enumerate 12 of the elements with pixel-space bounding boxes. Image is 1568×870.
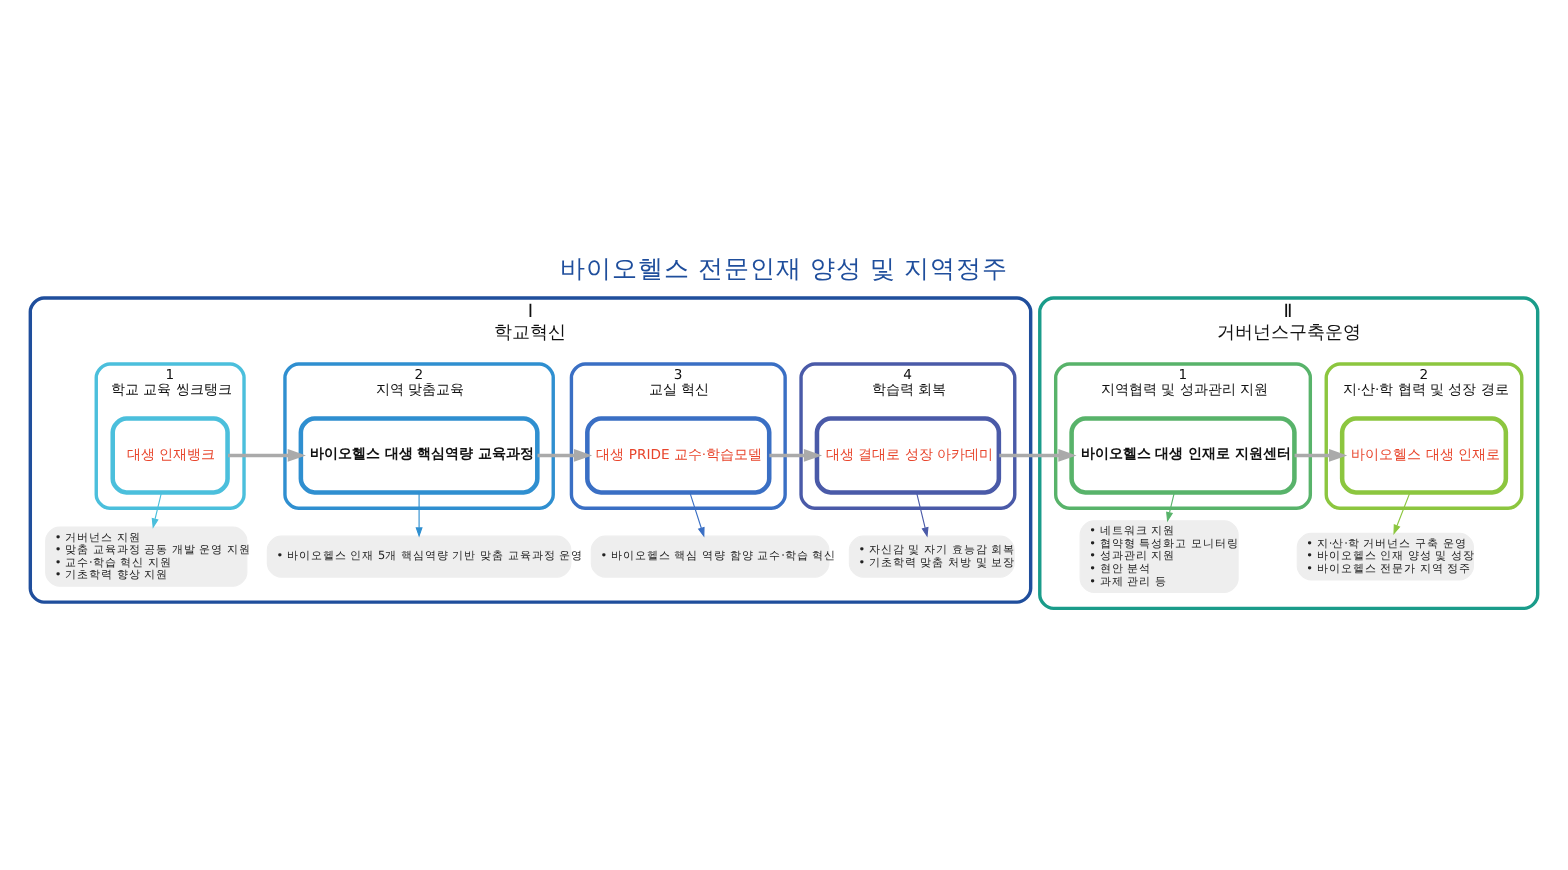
arrow [415, 492, 423, 538]
arrow [999, 449, 1077, 462]
arrow [151, 492, 162, 529]
arrow [537, 449, 593, 462]
arrow [1294, 449, 1348, 462]
diagram-title: 바이오헬스 전문인재 양성 및 지역정주 [560, 253, 1008, 284]
arrow [769, 449, 823, 462]
arrow [689, 492, 705, 538]
arrow [1393, 492, 1411, 535]
arrow [916, 492, 929, 538]
arrow [1166, 492, 1175, 523]
arrow [228, 449, 306, 462]
